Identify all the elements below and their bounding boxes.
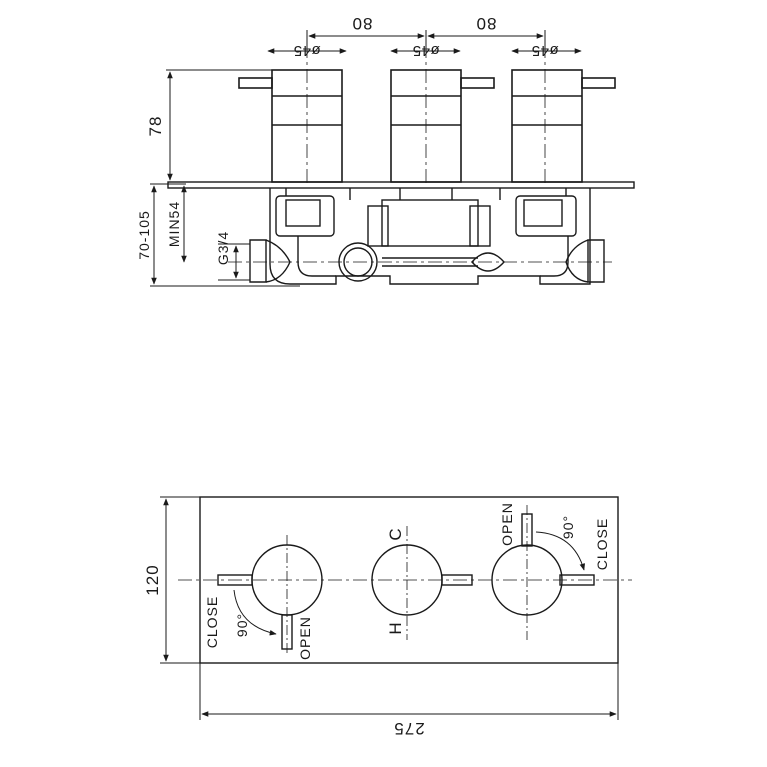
left-angle-label: 90°	[234, 613, 250, 637]
left-close-label: CLOSE	[204, 596, 220, 648]
right-angle-label: 90°	[560, 515, 576, 539]
min-depth-label: MIN54	[166, 201, 182, 247]
handle-diameter-label-3: ø45	[531, 42, 558, 59]
thread-size-label: G3/4	[215, 231, 231, 265]
side-view	[150, 30, 635, 287]
handle-body-left	[238, 69, 343, 183]
height-120-label: 120	[143, 564, 162, 595]
handle-diameter-label-2: ø45	[412, 42, 439, 59]
wall-plate	[167, 181, 635, 189]
left-open-label: OPEN	[297, 616, 313, 660]
handle-body-center	[390, 69, 495, 183]
front-handle-left	[217, 535, 323, 655]
width-275-label: 275	[393, 719, 424, 738]
front-width-dimension	[199, 663, 619, 720]
handle-body-right	[511, 69, 616, 183]
depth-range-label: 70-105	[136, 210, 152, 260]
side-vertical-dimensions	[150, 69, 300, 287]
front-plate	[199, 496, 619, 664]
height-78-label: 78	[146, 116, 165, 137]
front-handle-center	[371, 526, 473, 640]
side-centerlines	[306, 44, 546, 186]
spacing-label-right: 80	[476, 14, 497, 33]
front-handle-right	[491, 505, 595, 640]
right-open-label: OPEN	[499, 502, 515, 546]
front-height-dimension	[160, 496, 200, 664]
front-view	[160, 496, 632, 720]
concealed-valve-body	[269, 188, 591, 285]
right-close-label: CLOSE	[594, 518, 610, 570]
hot-marker-label: H	[386, 621, 405, 634]
cold-marker-label: C	[386, 527, 405, 540]
handle-diameter-label-1: ø45	[293, 42, 320, 59]
spacing-label-left: 80	[352, 14, 373, 33]
